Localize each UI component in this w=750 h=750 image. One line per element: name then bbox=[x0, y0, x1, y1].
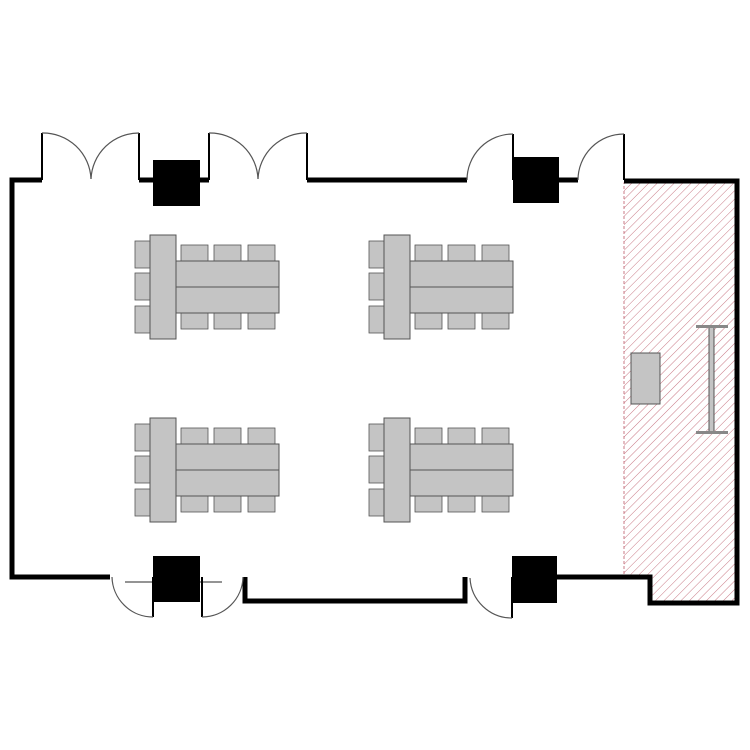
chair bbox=[368, 272, 385, 301]
chair bbox=[134, 305, 151, 334]
columns bbox=[153, 157, 559, 603]
doors bbox=[41, 132, 625, 619]
table-group bbox=[368, 234, 514, 340]
door-bottom-left-1[interactable] bbox=[111, 576, 154, 618]
chair bbox=[247, 312, 276, 330]
chair bbox=[414, 495, 443, 513]
door-top-right-1[interactable] bbox=[466, 133, 514, 181]
head-table bbox=[149, 234, 177, 340]
chair bbox=[247, 244, 276, 262]
chair bbox=[368, 488, 385, 517]
chair bbox=[180, 312, 209, 330]
head-table bbox=[149, 417, 177, 523]
door-top-right-2[interactable] bbox=[577, 133, 625, 181]
double-door-top-center[interactable] bbox=[208, 132, 308, 180]
chair bbox=[481, 427, 510, 445]
chair bbox=[213, 495, 242, 513]
chair bbox=[481, 312, 510, 330]
chair bbox=[447, 427, 476, 445]
head-table bbox=[383, 417, 411, 523]
chair bbox=[368, 240, 385, 269]
chair bbox=[180, 495, 209, 513]
stage-area bbox=[623, 182, 738, 604]
chair bbox=[414, 312, 443, 330]
column bbox=[153, 160, 200, 206]
table-group bbox=[134, 234, 280, 340]
projection-screen bbox=[696, 325, 728, 434]
chair bbox=[368, 423, 385, 452]
head-table bbox=[383, 234, 411, 340]
chair bbox=[180, 244, 209, 262]
column bbox=[512, 556, 557, 603]
table-group bbox=[134, 417, 280, 523]
chair bbox=[447, 312, 476, 330]
lectern bbox=[630, 352, 661, 405]
chair bbox=[134, 240, 151, 269]
chair bbox=[447, 244, 476, 262]
chair bbox=[247, 495, 276, 513]
door-bottom-right[interactable] bbox=[469, 577, 513, 619]
chair bbox=[414, 427, 443, 445]
wall-bottom-alcove bbox=[242, 577, 468, 604]
chair bbox=[213, 427, 242, 445]
chair bbox=[414, 244, 443, 262]
wall-top-left bbox=[9, 177, 110, 580]
chair bbox=[368, 305, 385, 334]
chair bbox=[447, 495, 476, 513]
chair bbox=[213, 312, 242, 330]
chair bbox=[134, 423, 151, 452]
chair bbox=[481, 244, 510, 262]
chair bbox=[134, 272, 151, 301]
table-group bbox=[368, 417, 514, 523]
chair bbox=[368, 455, 385, 484]
column bbox=[153, 556, 200, 602]
table-groups bbox=[134, 234, 514, 523]
chair bbox=[481, 495, 510, 513]
column bbox=[513, 157, 559, 203]
door-bottom-left-2[interactable] bbox=[200, 576, 244, 618]
chair bbox=[213, 244, 242, 262]
double-door-top-left[interactable] bbox=[41, 132, 140, 180]
wall-right bbox=[557, 178, 740, 606]
chair bbox=[134, 455, 151, 484]
chair bbox=[134, 488, 151, 517]
chair bbox=[180, 427, 209, 445]
chair bbox=[247, 427, 276, 445]
